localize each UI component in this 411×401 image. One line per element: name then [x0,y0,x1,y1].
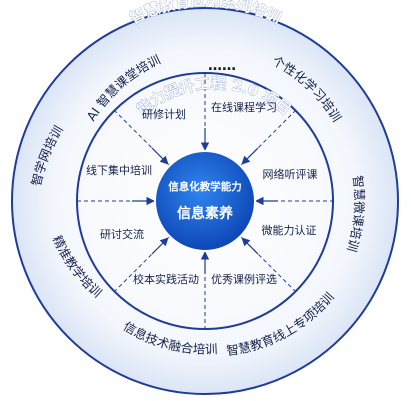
mid-item-excellent-lesson: 优秀课例评选 [211,272,277,286]
mid-item-online-lesson-review: 网络听评课 [263,167,318,181]
mid-item-school-practice: 校本实践活动 [133,272,199,286]
mid-item-offline-training: 线下集中培训 [86,163,152,177]
arrow-icon [241,147,259,165]
mid-item-discussion: 研讨交流 [100,227,144,241]
core-title: 信息素养 [177,205,234,222]
core-subtitle: 信息化教学能力 [168,180,242,193]
inward-arrows [132,128,278,274]
core-circle [154,150,256,252]
arrow-icon [151,237,169,255]
mid-item-study-plan: 研修计划 [142,107,186,121]
ellipsis: …… [208,58,236,74]
arrow-icon [151,147,169,165]
arrow-icon [241,237,259,255]
mid-item-online-course: 在线课程学习 [211,100,277,114]
mid-item-micro-certification: 微能力认证 [262,223,317,237]
